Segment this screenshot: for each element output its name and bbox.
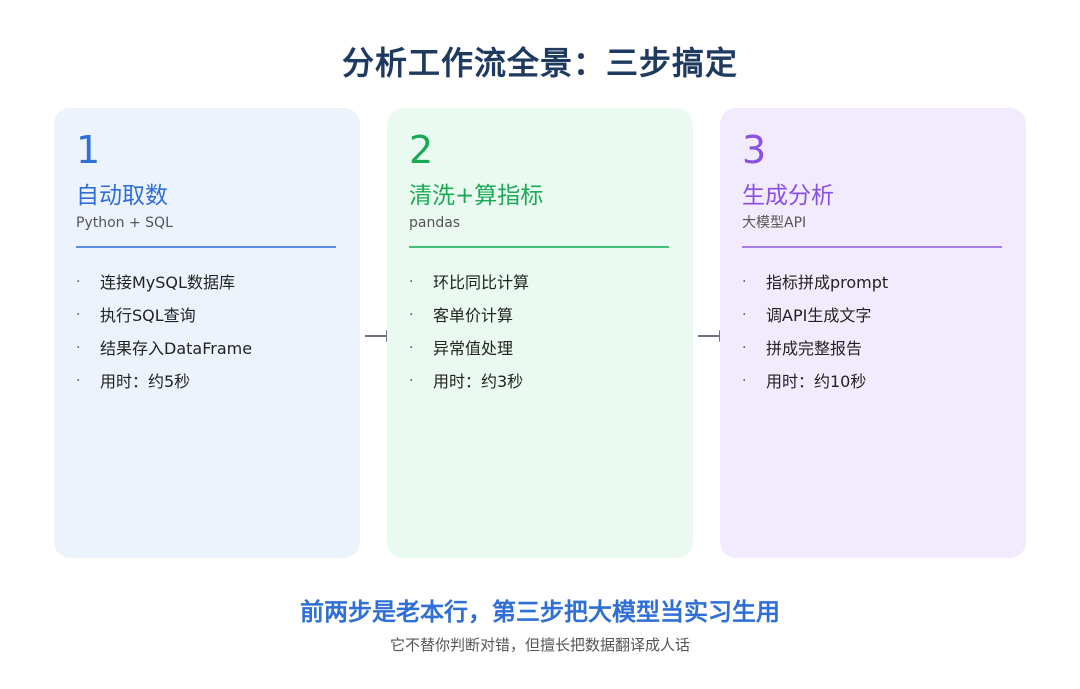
step-card-3: 3 生成分析 大模型API ·指标拼成prompt ·调API生成文字 ·拼成完…: [720, 108, 1026, 558]
bullet-icon: ·: [409, 307, 414, 323]
bullet-icon: ·: [409, 373, 414, 389]
step-divider: [742, 246, 1002, 248]
bullet-icon: ·: [76, 307, 81, 323]
step-title: 自动取数: [76, 183, 168, 209]
bullet-icon: ·: [76, 340, 81, 356]
list-item: ·拼成完整报告: [742, 332, 1004, 365]
bullet-icon: ·: [742, 274, 747, 290]
bullet-icon: ·: [409, 274, 414, 290]
footer-note: 它不替你判断对错，但擅长把数据翻译成人话: [389, 636, 690, 654]
bullet-icon: ·: [742, 373, 747, 389]
list-item: ·异常值处理: [409, 332, 671, 365]
bullet-icon: ·: [76, 274, 81, 290]
step-number: 3: [742, 128, 767, 172]
step-divider: [76, 246, 336, 248]
bullet-icon: ·: [742, 307, 747, 323]
bullet-icon: ·: [409, 340, 414, 356]
step-subtitle: 大模型API: [742, 215, 807, 231]
step-subtitle: pandas: [409, 215, 461, 231]
step-card-2: 2 清洗+算指标 pandas ·环比同比计算 ·客单价计算 ·异常值处理 ·用…: [387, 108, 693, 558]
bullet-icon: ·: [76, 373, 81, 389]
step-item-list: ·指标拼成prompt ·调API生成文字 ·拼成完整报告 ·用时：约10秒: [742, 266, 1004, 398]
bullet-icon: ·: [742, 340, 747, 356]
list-item: ·执行SQL查询: [76, 299, 338, 332]
step-item-list: ·环比同比计算 ·客单价计算 ·异常值处理 ·用时：约3秒: [409, 266, 671, 398]
step-subtitle: Python + SQL: [76, 215, 173, 231]
list-item: ·用时：约5秒: [76, 365, 338, 398]
step-card-1: 1 自动取数 Python + SQL ·连接MySQL数据库 ·执行SQL查询…: [54, 108, 360, 558]
list-item: ·结果存入DataFrame: [76, 332, 338, 365]
step-item-list: ·连接MySQL数据库 ·执行SQL查询 ·结果存入DataFrame ·用时：…: [76, 266, 338, 398]
step-title: 生成分析: [742, 183, 834, 209]
list-item: ·用时：约10秒: [742, 365, 1004, 398]
step-title: 清洗+算指标: [409, 183, 544, 209]
list-item: ·调API生成文字: [742, 299, 1004, 332]
list-item: ·指标拼成prompt: [742, 266, 1004, 299]
list-item: ·用时：约3秒: [409, 365, 671, 398]
list-item: ·环比同比计算: [409, 266, 671, 299]
step-number: 1: [76, 128, 101, 172]
step-number: 2: [409, 128, 434, 172]
list-item: ·连接MySQL数据库: [76, 266, 338, 299]
list-item: ·客单价计算: [409, 299, 671, 332]
step-divider: [409, 246, 669, 248]
footer-headline: 前两步是老本行，第三步把大模型当实习生用: [300, 598, 780, 626]
diagram-title: 分析工作流全景：三步搞定: [341, 44, 738, 82]
